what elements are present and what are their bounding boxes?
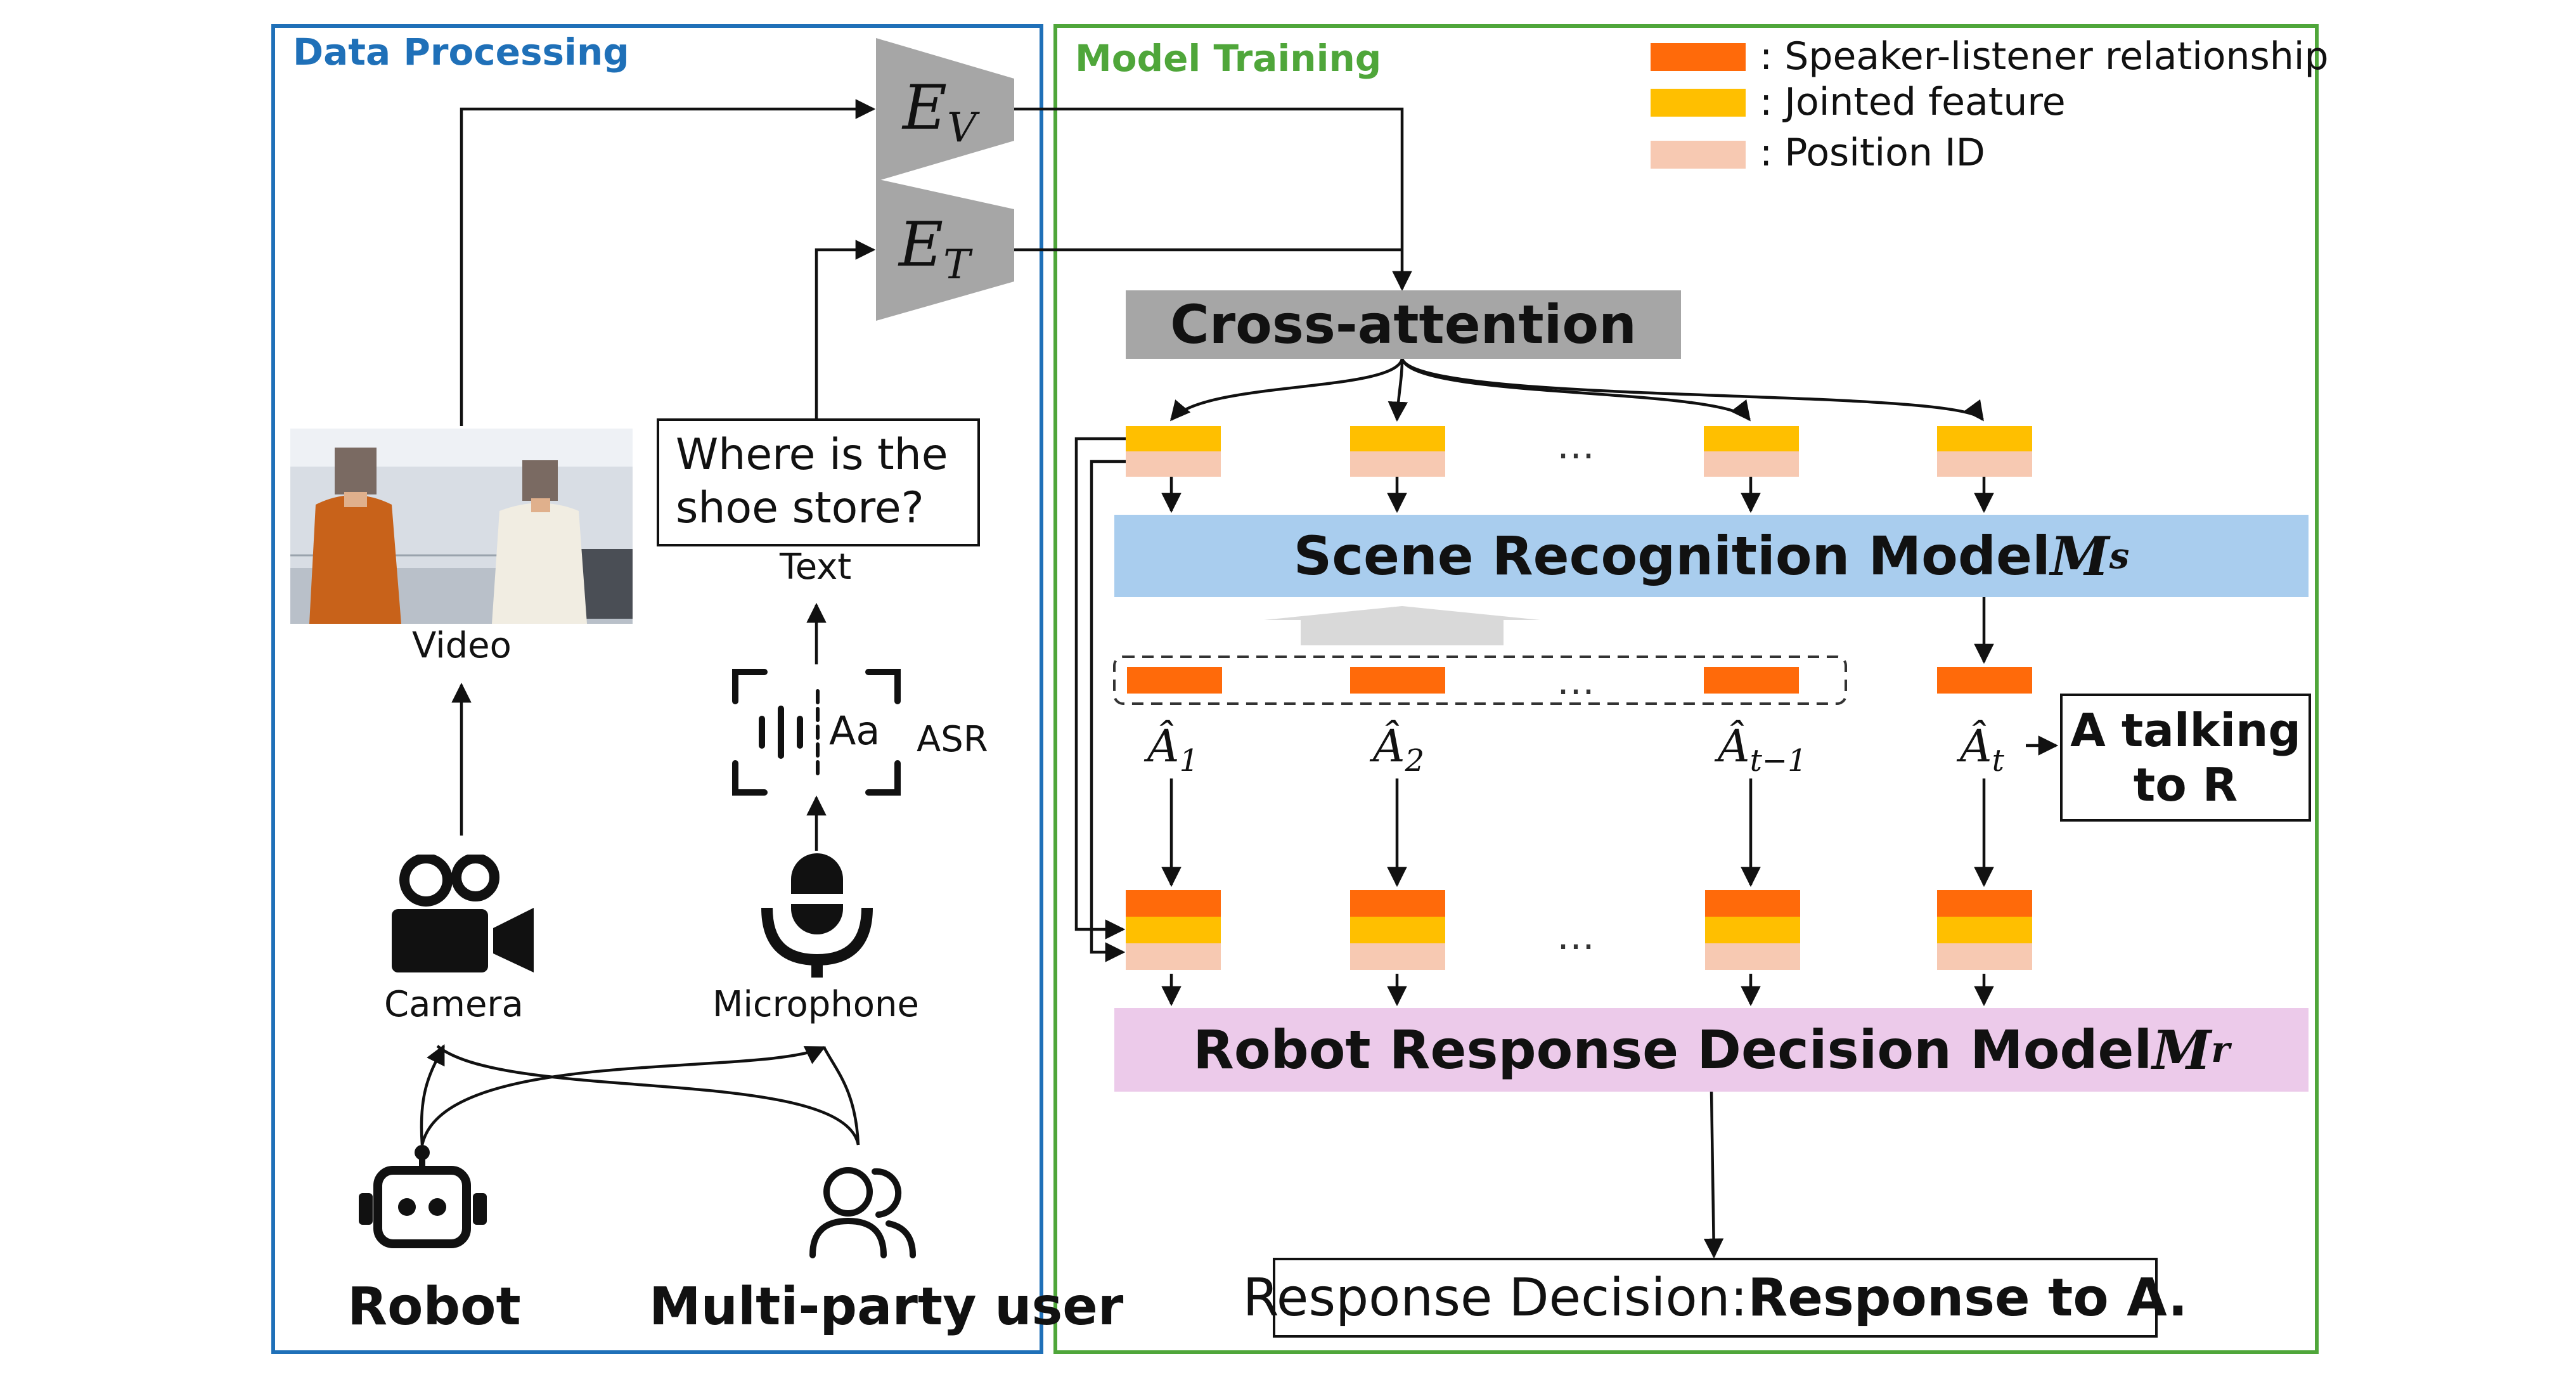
- scene-model-text: Scene Recognition Model: [1293, 525, 2051, 587]
- microphone-label: Microphone: [712, 984, 919, 1025]
- cross-to-feat4-arrow: [1400, 358, 1984, 422]
- robot-to-response-arrow: [1703, 1090, 1724, 1259]
- legend-swatch-relationship: [1651, 43, 1746, 71]
- prediction-bar-2: [1350, 667, 1445, 694]
- decision-stack-2-position: [1350, 943, 1445, 970]
- asr-icon: Aa: [732, 669, 901, 796]
- data-processing-panel: [271, 24, 1043, 1354]
- cross-to-feat1-arrow: [1169, 358, 1404, 422]
- prediction-label-1: Â1: [1147, 720, 1199, 778]
- video-frame-image: [290, 429, 633, 624]
- legend-text-position: : Position ID: [1760, 131, 1985, 175]
- decision-stack-4-relationship: [1937, 890, 2032, 917]
- prediction-label-2: Â2: [1373, 720, 1425, 778]
- robot-model-text: Robot Response Decision Model: [1193, 1019, 2153, 1081]
- decision-stack-3-relationship: [1705, 890, 1800, 917]
- model-training-panel: [1053, 24, 2319, 1354]
- text-encoder-shape: [876, 179, 1014, 321]
- talking-to-robot-box: A talking to R: [2060, 694, 2311, 822]
- video-encoder-shape: [876, 38, 1014, 181]
- users-to-camera-line: [436, 1045, 860, 1146]
- scene-model-symbol: M: [2050, 524, 2109, 588]
- asr-text-line-2: shoe store?: [676, 483, 924, 533]
- decision-stack-2-jointed: [1350, 917, 1445, 943]
- robot-model-sub: r: [2211, 1029, 2230, 1071]
- legend-swatch-jointed: [1651, 89, 1746, 117]
- camera-label: Camera: [384, 984, 524, 1025]
- asr-text-box: Where is the shoe store?: [657, 418, 980, 546]
- prediction-label-4: Ât: [1960, 720, 2004, 778]
- data-processing-title: Data Processing: [293, 30, 629, 74]
- cross-attention-band: Cross-attention: [1126, 290, 1681, 359]
- svg-text:Aa: Aa: [829, 707, 880, 754]
- decision-stack-3-jointed: [1705, 917, 1800, 943]
- asr-label: ASR: [917, 719, 988, 760]
- text-label: Text: [780, 546, 852, 588]
- feature-stack-3-jointed: [1704, 426, 1799, 451]
- feature-ellipsis-top: …: [1557, 423, 1595, 468]
- prediction-ellipsis: …: [1557, 659, 1595, 704]
- feature-stack-4-position: [1937, 451, 2032, 477]
- text-to-et-arrow: [815, 240, 876, 418]
- decision-stack-1-jointed: [1126, 917, 1221, 943]
- asr-text-line-1: Where is the: [676, 430, 948, 480]
- video-label: Video: [412, 625, 512, 666]
- ev-to-cross-arrow: [1014, 107, 1412, 292]
- response-decision-box: Response Decision: Response to A.: [1243, 1258, 2187, 1338]
- robot-icon: [359, 1145, 487, 1248]
- decision-ellipsis: …: [1557, 914, 1595, 959]
- robot-model-symbol: M: [2152, 1018, 2212, 1082]
- camera-icon: [392, 855, 534, 972]
- microphone-icon: [761, 853, 873, 978]
- cross-to-feat3-arrow: [1400, 358, 1751, 422]
- feature-stack-2-jointed: [1350, 426, 1445, 451]
- talking-line-2: to R: [2133, 758, 2238, 811]
- feature-stack-1-position: [1126, 451, 1221, 477]
- decision-stack-2-relationship: [1350, 890, 1445, 917]
- feature-stack-1-jointed: [1126, 426, 1221, 451]
- model-training-title: Model Training: [1075, 37, 1382, 80]
- legend-text-jointed: : Jointed feature: [1760, 80, 2066, 124]
- cross-to-feat2-arrow: [1388, 358, 1408, 422]
- feature-stack-4-jointed: [1937, 426, 2032, 451]
- talking-line-1: A talking: [2070, 704, 2301, 757]
- response-prefix: Response Decision:: [1242, 1267, 1748, 1328]
- prediction-bar-1: [1127, 667, 1222, 694]
- prediction-bar-3: [1704, 667, 1799, 694]
- decision-stack-4-position: [1937, 943, 2032, 970]
- past-predictions-dashed-box: [1113, 655, 1847, 705]
- text-encoder-label: ET: [899, 209, 970, 289]
- skip-outer-arrow: [1074, 437, 1126, 940]
- decision-stack-1-relationship: [1126, 890, 1221, 917]
- robot-to-mic-arrow: [420, 1045, 826, 1146]
- skip-inner-arrow: [1090, 460, 1126, 962]
- scene-model-sub: s: [2109, 535, 2130, 577]
- prediction-label-3: Ât−1: [1718, 720, 1807, 778]
- feedback-gray-arrow: [1264, 606, 1540, 645]
- robot-label: Robot: [347, 1277, 521, 1337]
- feature-stack-2-position: [1350, 451, 1445, 477]
- response-value: Response to A.: [1748, 1267, 2188, 1328]
- legend-swatch-position: [1651, 141, 1746, 169]
- users-to-mic-line: [823, 1046, 860, 1146]
- decision-stack-1-position: [1126, 943, 1221, 970]
- users-icon: [809, 1167, 916, 1258]
- legend-text-relationship: : Speaker-listener relationship: [1760, 34, 2329, 79]
- video-encoder-label: EV: [903, 72, 977, 152]
- prediction-bar-4: [1937, 667, 2032, 694]
- feature-stack-3-position: [1704, 451, 1799, 477]
- decision-stack-4-jointed: [1937, 917, 2032, 943]
- video-to-ev-arrow: [460, 99, 876, 426]
- decision-stack-3-position: [1705, 943, 1800, 970]
- robot-to-camera-arrow: [420, 1044, 446, 1146]
- users-label: Multi-party user: [649, 1277, 1124, 1337]
